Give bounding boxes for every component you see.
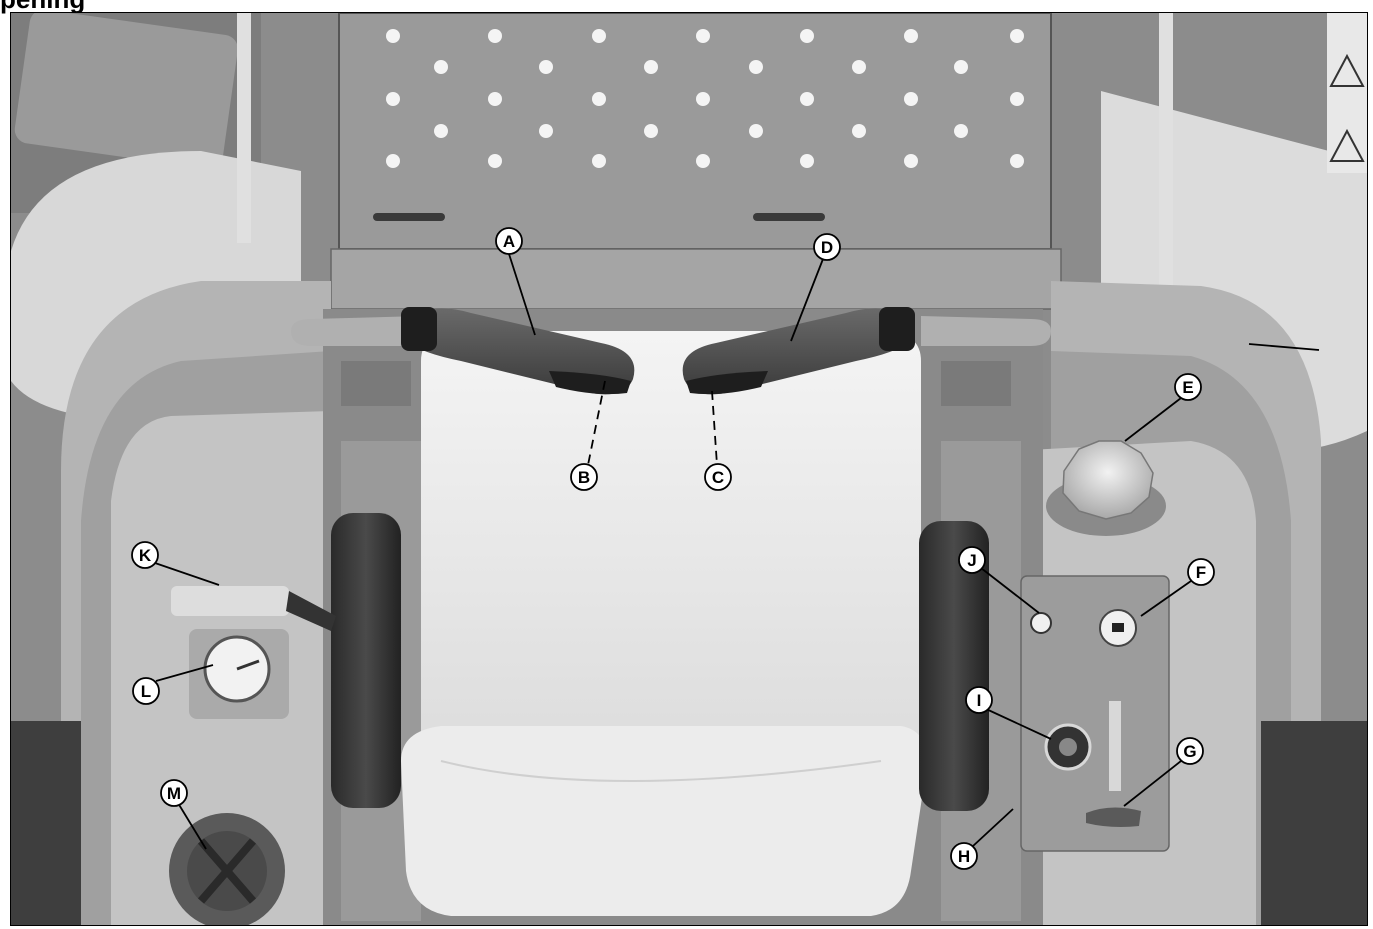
callout-label: E: [1182, 378, 1193, 397]
panel-holes: [386, 29, 1024, 168]
left-armrest: [331, 513, 401, 808]
callout-label: G: [1183, 742, 1196, 761]
page-heading: pening: [0, 0, 85, 15]
callout-K: K: [131, 541, 159, 569]
deck-lift-knob: [169, 813, 285, 925]
callout-F: F: [1187, 558, 1215, 586]
callout-label: J: [967, 551, 976, 570]
callout-label: K: [139, 546, 152, 565]
callout-D: D: [813, 233, 841, 261]
panel-plate: [14, 13, 238, 169]
callout-label: B: [578, 468, 590, 487]
callout-I: I: [965, 686, 993, 714]
left-motion-control-lever: [291, 307, 635, 395]
pto-switch: [171, 586, 289, 616]
figure-frame: A B C D E F G H I J K L: [10, 12, 1368, 926]
callout-label: M: [167, 784, 181, 803]
callout-J: J: [958, 546, 986, 574]
callout-label: H: [958, 847, 970, 866]
roll-bar-post-right: [1159, 13, 1173, 313]
callout-label: D: [821, 238, 833, 257]
callout-E: E: [1174, 373, 1202, 401]
callout-G: G: [1176, 737, 1204, 765]
callout-label: C: [712, 468, 724, 487]
callout-A: A: [495, 227, 523, 255]
mower-operator-station-illustration: A B C D E F G H I J K L: [11, 13, 1367, 925]
ignition-switch: [1099, 609, 1137, 647]
callout-L: L: [132, 677, 160, 705]
fuel-cap: [1046, 440, 1166, 536]
seat-cushion: [401, 726, 927, 916]
perforated-panel: [338, 13, 1052, 250]
callout-label: I: [977, 691, 982, 710]
seat-back: [421, 331, 921, 761]
choke-throttle-lever: [1086, 701, 1141, 827]
hour-meter: [1044, 723, 1092, 771]
right-motion-control-lever: [682, 307, 1051, 395]
leader-lines: [154, 253, 1320, 850]
callout-M: M: [160, 779, 188, 807]
callout-C: C: [704, 463, 732, 491]
callout-B: B: [570, 463, 598, 491]
warning-decal: [1327, 13, 1367, 173]
right-armrest: [919, 521, 989, 811]
callout-label: F: [1196, 563, 1206, 582]
right-control-panel: [1020, 575, 1170, 852]
callout-label: L: [141, 682, 151, 701]
callout-H: H: [950, 842, 978, 870]
fuel-gauge: [189, 629, 289, 719]
callout-label: A: [503, 232, 515, 251]
cross-bar: [330, 248, 1062, 310]
roll-bar-post-left: [237, 13, 251, 243]
throttle-indicator-light: [1030, 612, 1052, 634]
